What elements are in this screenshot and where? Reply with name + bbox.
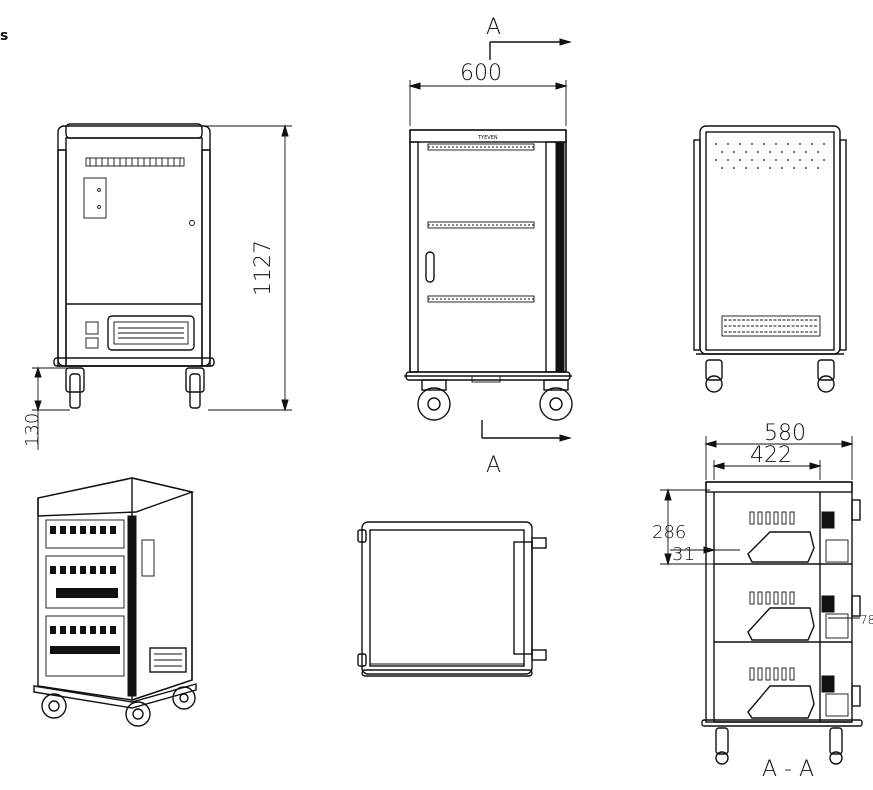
section-label-bottom: A [486, 453, 501, 478]
section-view-label: A - A [762, 757, 814, 782]
shelf-height-label: 286 [652, 522, 686, 543]
isometric-view [33, 477, 197, 727]
section-shelf-2 [747, 591, 849, 641]
front-vent-slots [89, 158, 181, 166]
width-front-label: 600 [460, 61, 502, 86]
offset-small-label: 31 [672, 544, 695, 565]
section-shelf-3 [747, 667, 849, 719]
inner-width-dimension: 422 [712, 443, 822, 480]
top-view [357, 521, 547, 677]
side-value-dimension: 78 [828, 613, 873, 627]
section-view [701, 481, 863, 765]
side-view: TYEVEN [404, 129, 573, 421]
section-shelf-1 [747, 511, 849, 563]
section-width-dimension: 580 [704, 421, 854, 480]
side-value-label: 78 [860, 613, 873, 627]
inner-width-label: 422 [750, 443, 792, 468]
section-width-label: 580 [764, 421, 806, 446]
shelf-height-dimension: 286 [652, 488, 714, 566]
iso-device-slots [50, 526, 120, 654]
height-dimension: 1127 [202, 124, 292, 412]
height-total-label: 1127 [251, 240, 276, 296]
section-marker-bottom: A [481, 420, 572, 478]
brand-text: TYEVEN [477, 135, 498, 141]
wheel-height-label: 130 [22, 413, 43, 447]
width-dimension-front: 600 [408, 61, 568, 126]
front-view-closed [53, 123, 215, 409]
section-label-top: A [486, 15, 501, 40]
corner-text: s [0, 28, 9, 44]
section-marker-top: A [486, 15, 572, 60]
offset-dimension: 31 [670, 544, 740, 565]
rear-view [693, 125, 847, 393]
wheel-height-dimension: 130 [22, 366, 70, 450]
rear-top-perforation [715, 143, 825, 169]
